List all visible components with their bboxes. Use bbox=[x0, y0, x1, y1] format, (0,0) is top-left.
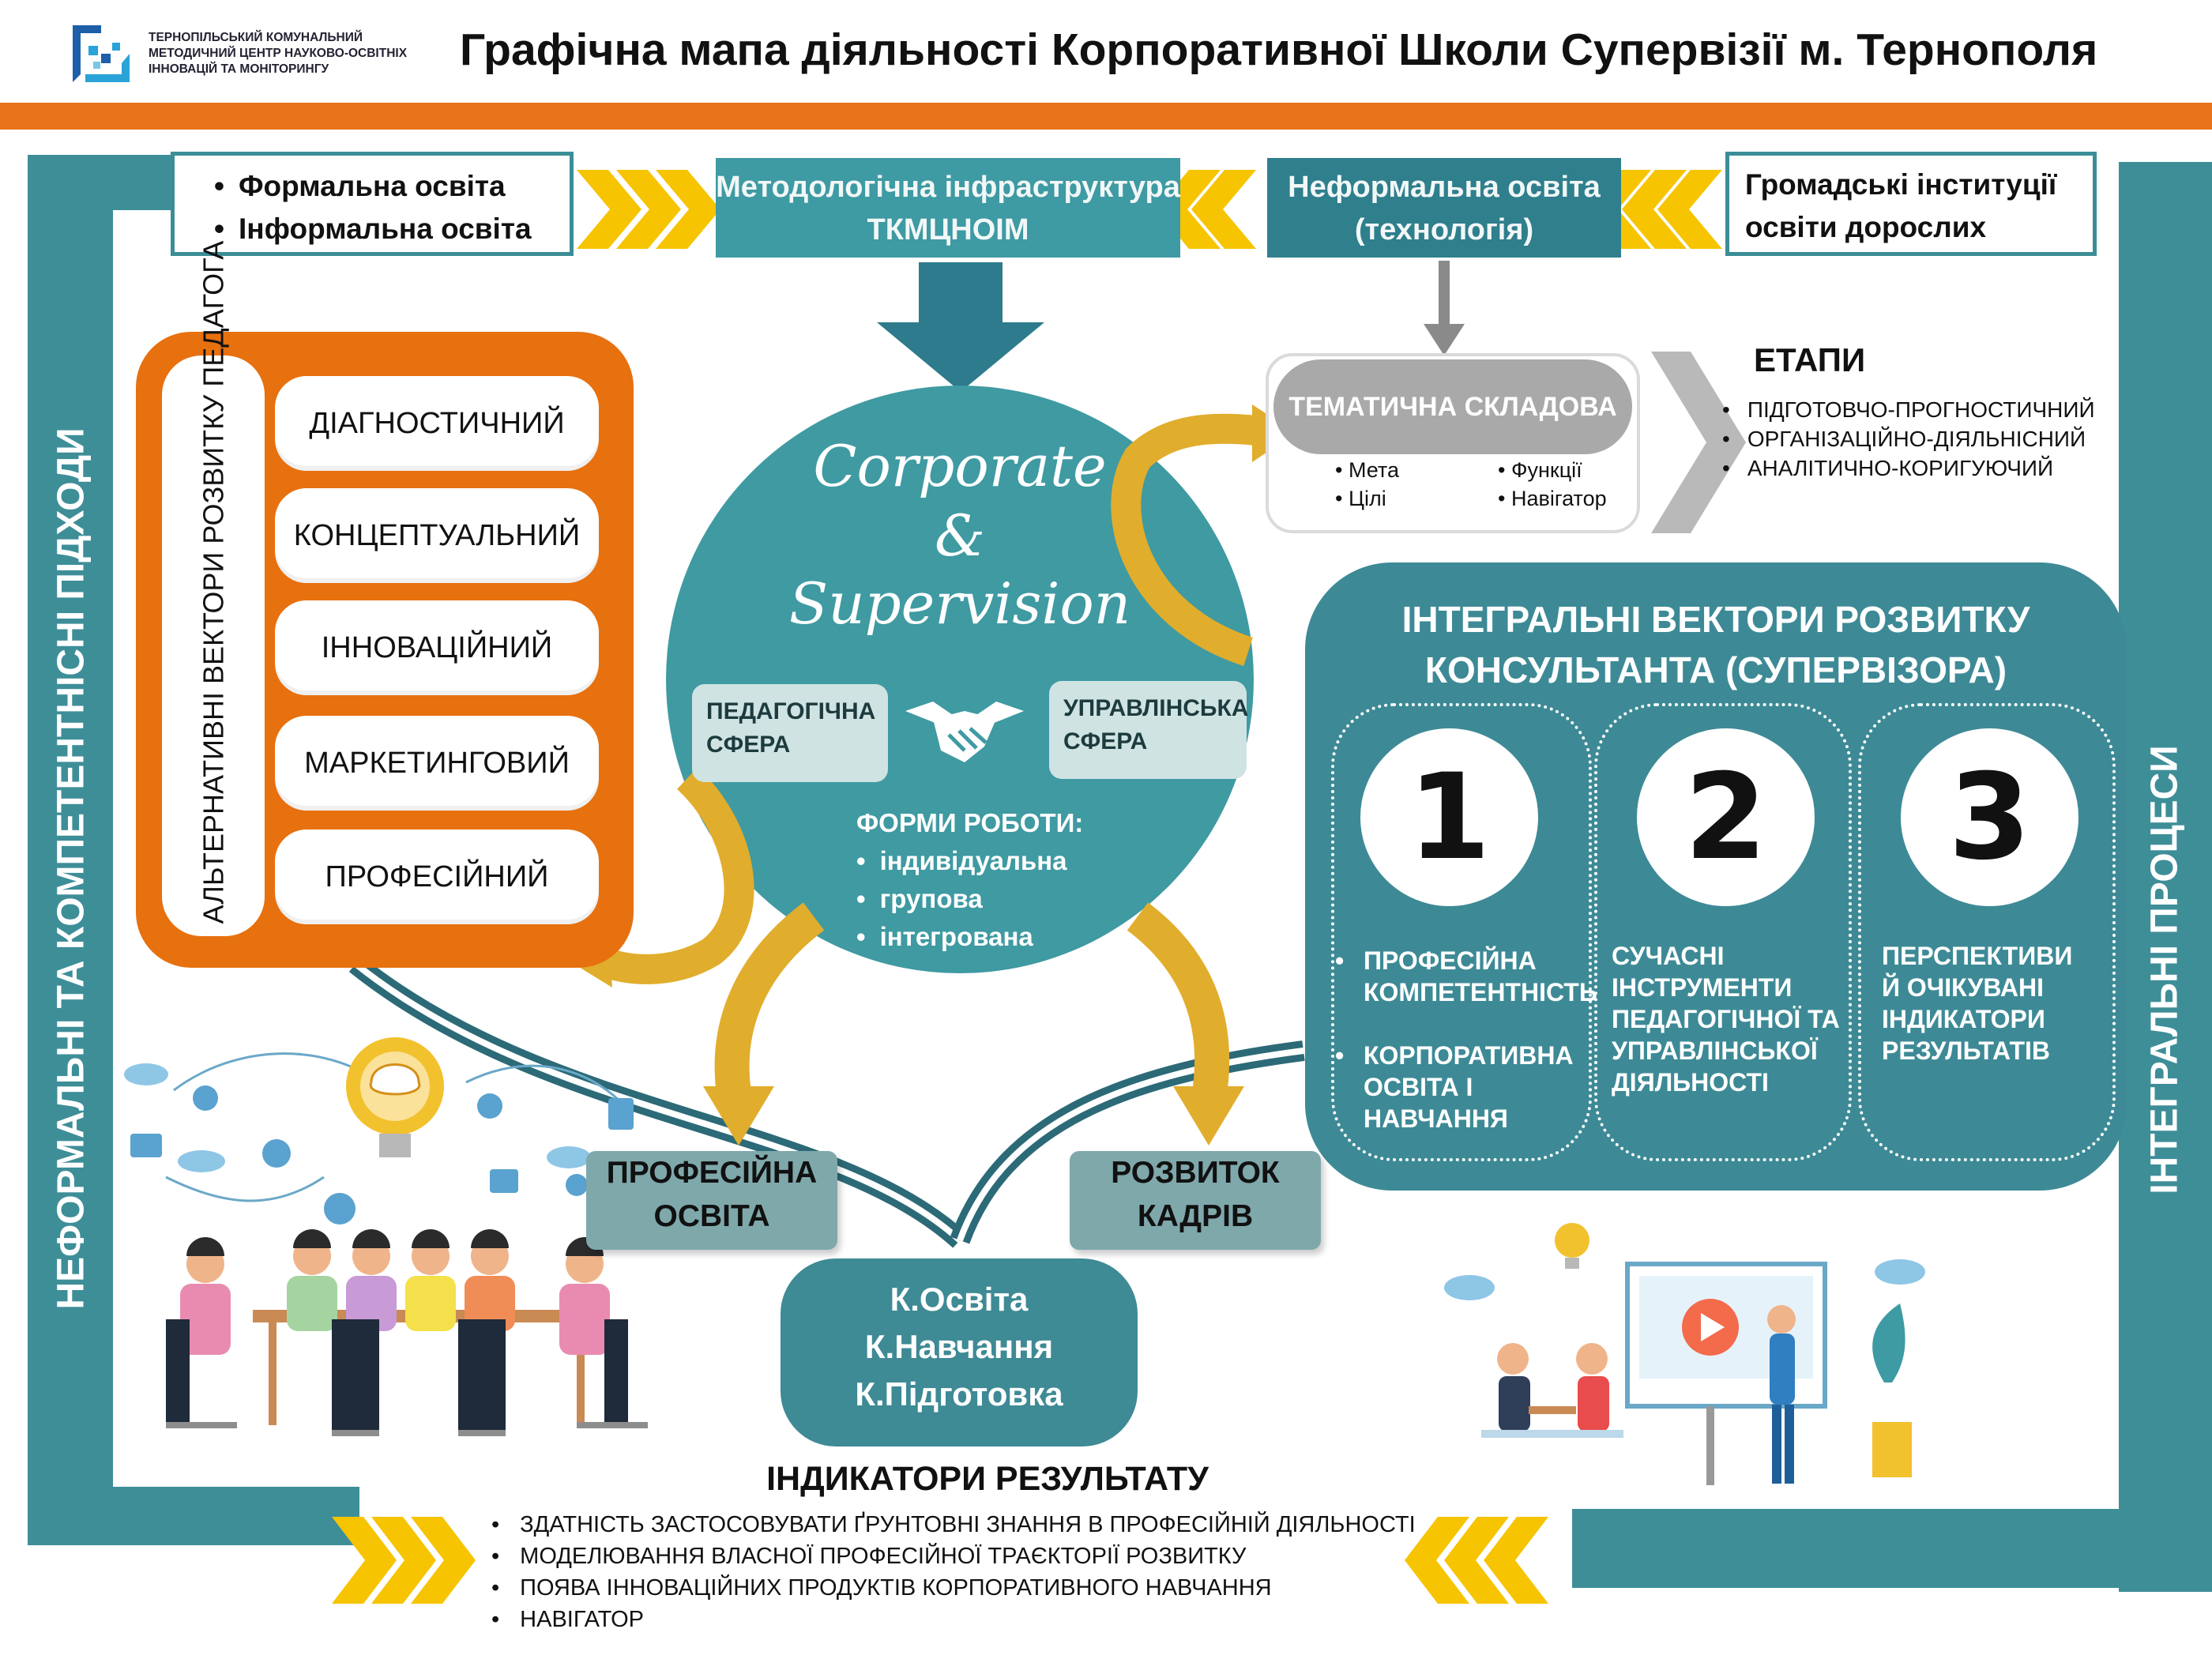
thematic-bullet: • Навігатор bbox=[1498, 487, 1607, 510]
alt-vectors-label-pill bbox=[162, 356, 265, 936]
indicator-item: Поява інноваційних продуктів корпоративн… bbox=[491, 1572, 1416, 1604]
integral-title-line-2: КОНСУЛЬТАНТА (СУПЕРВІЗОРА) bbox=[1424, 649, 2007, 690]
circle-title-line-3: Supervision bbox=[788, 570, 1131, 637]
public-institutions-label: Громадські інституції освіти дорослих bbox=[1745, 168, 2057, 243]
thematic-bullet-text: Мета bbox=[1348, 458, 1399, 482]
logo-line-3: ІННОВАЦІЙ ТА МОНІТОРИНГУ bbox=[149, 62, 329, 76]
indicators-list: Здатність застосовувати ґрунтовні знання… bbox=[491, 1509, 1416, 1635]
integral-item-text: ПРОФЕСІЙНА КОМПЕТЕНТНІСТЬ bbox=[1364, 946, 1597, 1006]
education-types-box: Формальна освіта Інформальна освіта bbox=[171, 152, 574, 256]
integral-item-text: КОРПОРАТИВНА ОСВІТА І НАВЧАННЯ bbox=[1364, 1041, 1574, 1133]
header-orange-stripe bbox=[0, 103, 2212, 130]
alt-vectors-label: Альтернативні вектори розвитку педагога bbox=[197, 240, 230, 924]
center-circle bbox=[666, 386, 1254, 973]
right-teal-bar bbox=[2119, 162, 2212, 1592]
handshake-icon bbox=[897, 687, 1032, 782]
alt-vector-item: Інноваційний bbox=[275, 600, 599, 695]
integral-column-1-text: •ПРОФЕСІЙНА КОМПЕТЕНТНІСТЬ •КОРПОРАТИВНА… bbox=[1335, 945, 1597, 1134]
grey-down-arrow-icon bbox=[1424, 261, 1465, 356]
stage-item: Організаційно-діяльнісний bbox=[1722, 424, 2095, 453]
circle-title-line-2: & bbox=[934, 502, 986, 569]
indicator-item: Навігатор bbox=[491, 1604, 1416, 1635]
indicator-item: Моделювання власної професійної траєктор… bbox=[491, 1540, 1416, 1572]
public-institutions-box: Громадські інституції освіти дорослих bbox=[1725, 152, 2097, 256]
k-items-box: К.Освіта К.Навчання К.Підготовка bbox=[781, 1258, 1138, 1446]
k-item: К.Освіта bbox=[890, 1281, 1029, 1318]
education-type-item: Інформальна освіта bbox=[214, 208, 570, 250]
stages-title: Етапи bbox=[1754, 341, 1866, 378]
staff-development-box: РОЗВИТОК КАДРІВ bbox=[1070, 1151, 1321, 1250]
education-type-item: Формальна освіта bbox=[214, 165, 570, 208]
nonformal-label: Неформальна освіта (технологія) bbox=[1288, 171, 1601, 246]
methodological-label: Методологічна інфраструктура ТКМЦНОІМ bbox=[716, 171, 1180, 246]
right-side-label: ІНТЕГРАЛЬНІ ПРОЦЕСИ bbox=[2143, 745, 2186, 1194]
number-badge-3: 3 bbox=[1901, 728, 2078, 906]
left-teal-bar bbox=[28, 155, 113, 1545]
integral-column-2-text: СУЧАСНІ ІНСТРУМЕНТИ ПЕДАГОГІЧНОЇ ТА УПРА… bbox=[1612, 942, 1840, 1097]
number-badge-2: 2 bbox=[1637, 728, 1815, 906]
circle-title-line-1: Corporate bbox=[813, 433, 1107, 499]
thematic-bullet-text: Навігатор bbox=[1510, 487, 1607, 510]
indicators-title: Індикатори результату bbox=[766, 1460, 1209, 1498]
logo-icon bbox=[70, 22, 133, 85]
thematic-bullet-text: Функції bbox=[1510, 458, 1582, 482]
prof-education-box: ПРОФЕСІЙНА ОСВІТА bbox=[586, 1151, 837, 1250]
work-forms-title: ФОРМИ РОБОТИ: bbox=[856, 808, 1084, 837]
integral-column-1 bbox=[1331, 703, 1592, 1161]
gold-arrow-to-thematic bbox=[1111, 413, 1258, 667]
integral-item: •ПРОФЕСІЙНА КОМПЕТЕНТНІСТЬ bbox=[1335, 946, 1597, 1006]
logo-line-1: ТЕРНОПІЛЬСЬКИЙ КОМУНАЛЬНИЙ bbox=[149, 31, 363, 44]
thematic-bullet: • Мета bbox=[1335, 458, 1399, 482]
down-arrow-icon bbox=[877, 262, 1044, 392]
alt-vector-item: Концептуальний bbox=[275, 488, 599, 583]
alt-vector-item: Професійний bbox=[275, 830, 599, 924]
thematic-bullet-text: Цілі bbox=[1348, 487, 1386, 510]
integral-column-2 bbox=[1594, 703, 1852, 1161]
thematic-bullet: • Цілі bbox=[1335, 487, 1386, 510]
work-form-item: інтегрована bbox=[856, 918, 1188, 956]
meeting-people-illustration bbox=[118, 1019, 719, 1469]
integral-vectors-title: ІНТЕГРАЛЬНІ ВЕКТОРИ РОЗВИТКУ КОНСУЛЬТАНТ… bbox=[1305, 594, 2127, 695]
alt-vector-item: Діагностичний bbox=[275, 376, 599, 471]
thematic-bullet: • Функції bbox=[1498, 458, 1582, 482]
presentation-illustration bbox=[1434, 1201, 1939, 1501]
k-item: К.Навчання bbox=[864, 1328, 1054, 1365]
work-forms: ФОРМИ РОБОТИ: індивідуальна групова інте… bbox=[856, 804, 1188, 956]
gold-arrow-to-vectors bbox=[593, 767, 754, 984]
integral-column-3 bbox=[1858, 703, 2116, 1161]
gold-arrow-left-down bbox=[714, 902, 825, 1101]
alt-vector-item: Маркетинговий bbox=[275, 716, 599, 811]
thematic-title: Тематична складова bbox=[1273, 359, 1632, 454]
stages-list: Підготовчо-прогностичний Організаційно-д… bbox=[1722, 395, 2095, 483]
indicator-item: Здатність застосовувати ґрунтовні знання… bbox=[491, 1509, 1416, 1540]
integral-column-3-text: ПЕРСПЕКТИВИ Й ОЧІКУВАНІ ІНДИКАТОРИ РЕЗУЛ… bbox=[1882, 942, 2073, 1065]
nonformal-box: Неформальна освіта (технологія) bbox=[1267, 158, 1621, 258]
managerial-sphere-badge: УПРАВЛІНСЬКА СФЕРА bbox=[1049, 681, 1248, 779]
work-form-item: індивідуальна bbox=[856, 842, 1188, 880]
k-item: К.Підготовка bbox=[855, 1375, 1063, 1413]
integral-title-line-1: ІНТЕГРАЛЬНІ ВЕКТОРИ РОЗВИТКУ bbox=[1401, 599, 2030, 640]
number-badge-1: 1 bbox=[1360, 728, 1538, 906]
logo-text: ТЕРНОПІЛЬСЬКИЙ КОМУНАЛЬНИЙ МЕТОДИЧНИЙ ЦЕ… bbox=[149, 30, 449, 77]
integral-item: •КОРПОРАТИВНА ОСВІТА І НАВЧАННЯ bbox=[1335, 1041, 1574, 1133]
page-title: Графічна мапа діяльності Корпоративної Ш… bbox=[460, 24, 2098, 75]
stage-item: Аналітично-коригуючий bbox=[1722, 453, 2095, 483]
pedagogical-sphere-badge: ПЕДАГОГІЧНА СФЕРА bbox=[692, 684, 888, 782]
left-side-label: НЕФОРМАЛЬНІ ТА КОМПЕТЕНТНІСНІ ПІДХОДИ bbox=[50, 427, 92, 1310]
stage-item: Підготовчо-прогностичний bbox=[1722, 395, 2095, 424]
logo-line-2: МЕТОДИЧНИЙ ЦЕНТР НАУКОВО-ОСВІТНІХ bbox=[149, 47, 408, 60]
work-form-item: групова bbox=[856, 880, 1188, 918]
methodological-box: Методологічна інфраструктура ТКМЦНОІМ bbox=[716, 158, 1180, 258]
